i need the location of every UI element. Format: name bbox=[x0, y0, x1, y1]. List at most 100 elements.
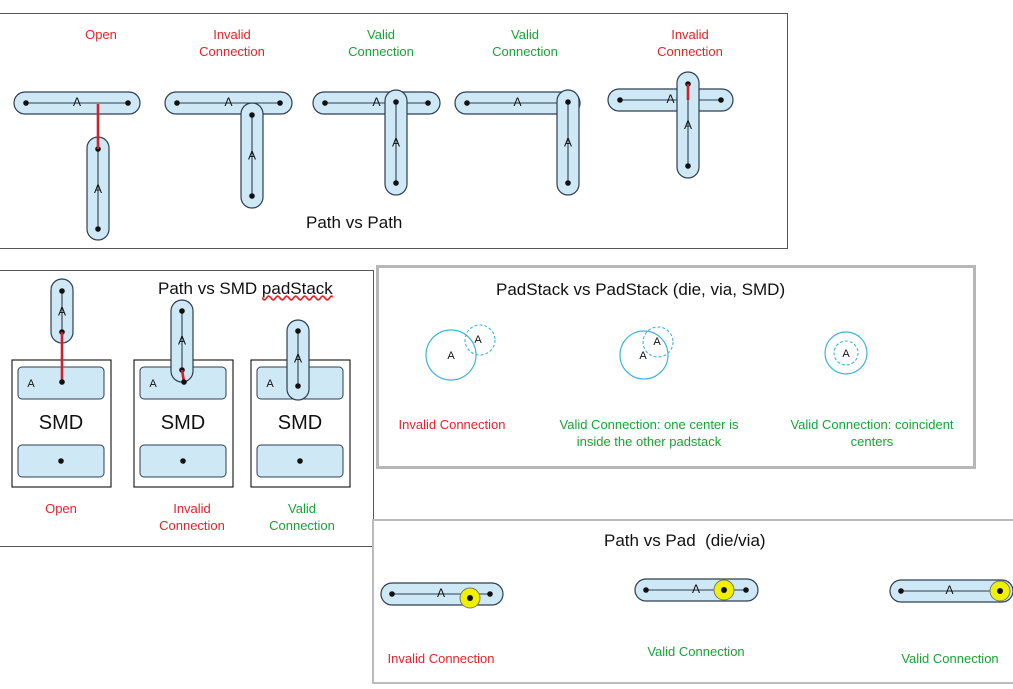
title-path-vs-smd: Path vs SMD padStack bbox=[158, 279, 333, 299]
ppath-4-h-label: A bbox=[513, 95, 521, 109]
ppath-2-h-label: A bbox=[224, 95, 232, 109]
smd-1-v-end-a bbox=[59, 288, 65, 294]
ppath-5-h-end-a bbox=[617, 97, 623, 103]
caption-padstack-2: Valid Connection: one center is inside th… bbox=[560, 416, 739, 450]
ppath-2-h-end-a bbox=[174, 100, 180, 106]
pathpad-1-h-end-a bbox=[389, 591, 395, 597]
smd-1-v-label: A bbox=[58, 305, 66, 319]
caption-ppath-3-line1: Valid bbox=[367, 27, 395, 42]
caption-ppath-4-line2: Connection bbox=[492, 44, 558, 59]
pathpad-3-h-label: A bbox=[945, 583, 953, 597]
caption-pathpad-2: Valid Connection bbox=[647, 644, 745, 659]
smd-1-pad-label: A bbox=[27, 378, 35, 390]
ppath-1-v-label: A bbox=[94, 182, 102, 196]
ppath-1-v-end-b bbox=[95, 226, 101, 232]
pathpad-2-h-end-b bbox=[743, 587, 749, 593]
pathpad-1-yellow-pad-center bbox=[467, 595, 473, 601]
ppath-3-v-end-a bbox=[393, 99, 399, 105]
smd-2-v-label: A bbox=[178, 334, 186, 348]
caption-padstack-3-line1: Valid Connection: coincident bbox=[790, 417, 954, 432]
smd-2-bottom-pad-center bbox=[180, 458, 186, 464]
ppath-3-v-label: A bbox=[392, 136, 400, 150]
smd-1-top-pad-center bbox=[59, 379, 65, 385]
caption-padstack-1-line1: Invalid Connection bbox=[398, 417, 506, 432]
caption-smd-2-line1: Invalid bbox=[173, 501, 211, 516]
smd-2-label: SMD bbox=[161, 412, 205, 434]
title-path-vs-smd-word: padStack bbox=[261, 279, 333, 298]
pathpad-1-h-label: A bbox=[437, 586, 445, 600]
ppath-4-h-end-a bbox=[464, 100, 470, 106]
ppath-2-v-label: A bbox=[248, 149, 256, 163]
ppath-3-v-end-b bbox=[393, 180, 399, 186]
ppath-5-v-end-b bbox=[685, 163, 691, 169]
title-path-vs-path: Path vs Path bbox=[306, 213, 403, 232]
caption-pathpad-1: Invalid Connection bbox=[387, 651, 495, 666]
smd-3-bottom-pad-center bbox=[297, 458, 303, 464]
caption-ppath-3-line2: Connection bbox=[348, 44, 414, 59]
padstack-2-large-label: A bbox=[639, 350, 647, 362]
ppath-5-h-label: A bbox=[666, 92, 674, 106]
smd-3-v-label: A bbox=[294, 352, 302, 366]
padstack-1-large-label: A bbox=[447, 350, 455, 362]
ppath-4-v-label: A bbox=[564, 136, 572, 150]
smd-3-pad-label: A bbox=[266, 378, 274, 390]
caption-padstack-3: Valid Connection: coincident centers bbox=[790, 416, 953, 450]
smd-2-pad-label: A bbox=[149, 378, 157, 390]
smd-1-label: SMD bbox=[39, 412, 83, 434]
padstack-2-small-circle bbox=[642, 326, 674, 358]
caption-padstack-1: Invalid Connection bbox=[399, 416, 506, 433]
pathpad-3-yellow-pad-center bbox=[997, 588, 1003, 594]
ppath-2-v-end-b bbox=[249, 193, 255, 199]
caption-ppath-5-line2: Connection bbox=[657, 44, 723, 59]
padstack-3-large-circle bbox=[824, 331, 868, 375]
title-padstack-vs-padstack: PadStack vs PadStack (die, via, SMD) bbox=[496, 280, 786, 299]
padstack-2-small-label: A bbox=[653, 336, 661, 348]
smd-3-v-end-b bbox=[295, 383, 301, 389]
ppath-1-h-end-a bbox=[23, 100, 29, 106]
caption-padstack-2-line2: inside the other padstack bbox=[576, 434, 722, 449]
caption-smd-1-line1: Open bbox=[45, 501, 77, 516]
caption-pathpad-3: Valid Connection bbox=[901, 651, 999, 666]
smd-3-label: SMD bbox=[278, 412, 322, 434]
caption-padstack-2-line1: Valid Connection: one center is bbox=[559, 417, 739, 432]
pathpad-2-yellow-pad-center bbox=[721, 587, 727, 593]
caption-smd-3-line2: Connection bbox=[269, 518, 335, 533]
caption-ppath-1-line1: Open bbox=[85, 27, 117, 42]
smd-2-top-pad-center bbox=[181, 379, 187, 385]
smd-2-v-end-a bbox=[179, 308, 185, 314]
title-path-vs-pad: Path vs Pad (die/via) bbox=[604, 531, 766, 550]
smd-1-bottom-pad-center bbox=[58, 458, 64, 464]
caption-ppath-4-line1: Valid bbox=[511, 27, 539, 42]
ppath-4-v-end-b bbox=[565, 180, 571, 186]
caption-ppath-2-line1: Invalid bbox=[213, 27, 251, 42]
pathpad-2-h-end-a bbox=[643, 587, 649, 593]
smd-3-v-end-a bbox=[295, 328, 301, 334]
pathpad-3-h-end-a bbox=[898, 588, 904, 594]
caption-ppath-1: Open bbox=[85, 26, 117, 43]
ppath-1-h-label: A bbox=[73, 95, 81, 109]
ppath-5-h-end-b bbox=[718, 97, 724, 103]
caption-ppath-2-line2: Connection bbox=[199, 44, 265, 59]
caption-smd-1: Open bbox=[45, 500, 77, 517]
pathpad-2-h-label: A bbox=[692, 582, 700, 596]
ppath-2-h-end-b bbox=[277, 100, 283, 106]
caption-ppath-5-line1: Invalid bbox=[671, 27, 709, 42]
ppath-3-h-end-a bbox=[322, 100, 328, 106]
title-path-vs-smd-prefix: Path vs SMD bbox=[158, 279, 262, 298]
ppath-4-v-end-a bbox=[565, 99, 571, 105]
ppath-3-h-label: A bbox=[372, 95, 380, 109]
padstack-1-small-label: A bbox=[474, 334, 482, 346]
ppath-3-h-end-b bbox=[425, 100, 431, 106]
panel-padstack-vs-padstack bbox=[376, 265, 976, 469]
caption-smd-2-line2: Connection bbox=[159, 518, 225, 533]
padstack-3-small-circle bbox=[833, 340, 859, 366]
caption-padstack-3-line2: centers bbox=[850, 434, 894, 449]
padstack-1-small-circle bbox=[464, 324, 496, 356]
ppath-1-h-end-b bbox=[125, 100, 131, 106]
